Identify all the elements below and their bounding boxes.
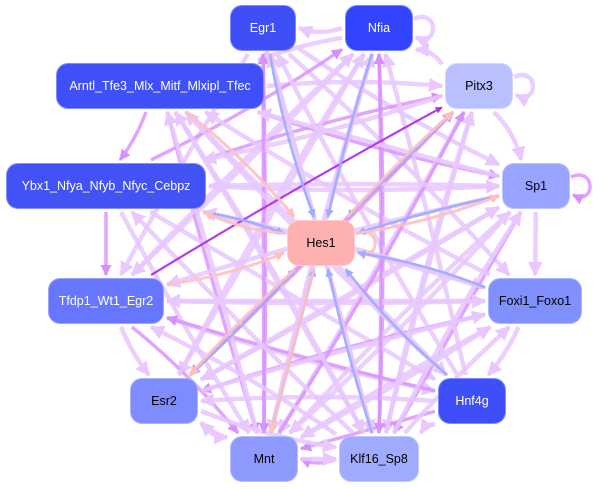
edge-sp1-to-sp1 — [570, 173, 592, 205]
edge-esr2-to-hes1 — [188, 268, 297, 376]
node-label: Hes1 — [306, 236, 336, 250]
edge-hes1-to-esr2 — [188, 267, 297, 376]
edge-nfia-to-egr1 — [297, 25, 343, 40]
edge-esr2-to-foxi1 — [200, 310, 487, 394]
node-label: Foxi1_Foxo1 — [498, 294, 572, 308]
node-label: Mnt — [253, 452, 275, 466]
edge-klf16-to-nfia — [373, 52, 385, 434]
edge-sp1-to-ybx1 — [207, 178, 500, 193]
node-label: Esr2 — [151, 394, 177, 408]
node-arntl[interactable]: Arntl_Tfe3_Mlx_Mitf_Mlxipl_Tfec — [56, 63, 264, 109]
edge-hnf4g-to-klf16 — [418, 418, 436, 435]
node-label: Arntl_Tfe3_Mlx_Mitf_Mlxipl_Tfec — [69, 79, 251, 93]
edge-hes1-to-sp1 — [357, 194, 500, 235]
edge-arntl-to-hes1 — [185, 110, 296, 218]
edge-klf16-to-hes1 — [325, 268, 374, 434]
edge-klf16-to-ybx1 — [130, 210, 355, 435]
edge-esr2-to-nfia — [177, 52, 366, 377]
edge-hes1-to-pitx3 — [346, 110, 454, 219]
node-ybx1[interactable]: Ybx1_Nfya_Nfyb_Nfyc_Cebpz — [6, 163, 206, 209]
edge-esr2-to-klf16 — [200, 408, 338, 453]
edge-sp1-to-mnt — [288, 210, 512, 435]
edge-mnt-to-pitx3 — [277, 111, 466, 434]
edge-hes1-to-ybx1 — [203, 210, 285, 235]
node-hes1[interactable]: Hes1 — [287, 220, 355, 266]
node-esr2[interactable]: Esr2 — [130, 378, 198, 424]
edge-egr1-to-hes1 — [268, 53, 316, 218]
node-label: Klf16_Sp8 — [350, 452, 408, 466]
node-tfdp1[interactable]: Tfdp1_Wt1_Egr2 — [48, 278, 164, 324]
node-pitx3[interactable]: Pitx3 — [445, 63, 513, 109]
node-label: Tfdp1_Wt1_Egr2 — [58, 294, 154, 308]
node-label: Pitx3 — [465, 79, 493, 93]
edge-tfdp1-to-nfia — [130, 52, 355, 277]
edge-klf16-to-tfdp1 — [149, 324, 338, 436]
edge-sp1-to-arntl — [256, 108, 500, 179]
edge-klf16-to-pitx3 — [383, 110, 475, 434]
edge-pitx3-to-nfia — [414, 42, 444, 66]
node-klf16[interactable]: Klf16_Sp8 — [339, 436, 419, 482]
edge-hes1-to-mnt — [268, 268, 316, 434]
edge-sp1-to-hes1 — [357, 194, 500, 235]
edge-foxi1-to-hnf4g — [486, 326, 521, 377]
edge-ybx1-to-sp1 — [208, 179, 501, 194]
edge-tfdp1-to-pitx3 — [150, 106, 443, 276]
edge-klf16-to-sp1 — [391, 210, 523, 434]
edge-pitx3-to-pitx3 — [513, 72, 536, 108]
node-sp1[interactable]: Sp1 — [502, 163, 570, 209]
edge-mnt-to-esr2 — [199, 420, 228, 440]
edge-mnt-to-sp1 — [288, 210, 512, 435]
node-mnt[interactable]: Mnt — [230, 436, 298, 482]
edge-ybx1-to-hnf4g — [149, 210, 437, 382]
node-foxi1[interactable]: Foxi1_Foxo1 — [488, 278, 582, 324]
edge-mnt-to-arntl — [164, 110, 259, 434]
edge-klf16-to-arntl — [173, 110, 366, 435]
node-nfia[interactable]: Nfia — [345, 5, 413, 51]
edge-mnt-to-egr1 — [257, 52, 269, 434]
node-hnf4g[interactable]: Hnf4g — [438, 378, 506, 424]
node-label: Hnf4g — [455, 394, 489, 408]
edge-pitx3-to-sp1 — [492, 110, 526, 162]
edge-nfia-to-hes1 — [325, 53, 374, 218]
node-label: Ybx1_Nfya_Nfyb_Nfyc_Cebpz — [21, 179, 191, 193]
node-label: Sp1 — [524, 179, 548, 193]
edge-hnf4g-to-hes1 — [344, 268, 449, 376]
node-label: Egr1 — [249, 21, 277, 35]
edge-arntl-to-ybx1 — [118, 111, 148, 162]
edge-sp1-to-foxi1 — [528, 211, 543, 277]
edge-esr2-to-sp1 — [199, 205, 501, 382]
edge-tfdp1-to-esr2 — [119, 326, 151, 377]
edge-foxi1-to-arntl — [204, 110, 491, 278]
node-label: Nfia — [367, 21, 391, 35]
edge-tfdp1-to-hes1 — [166, 251, 285, 286]
edge-foxi1-to-hes1 — [357, 249, 486, 289]
edge-nfia-to-nfia — [413, 14, 436, 50]
edge-hnf4g-to-egr1 — [275, 52, 460, 377]
node-egr1[interactable]: Egr1 — [230, 5, 296, 51]
